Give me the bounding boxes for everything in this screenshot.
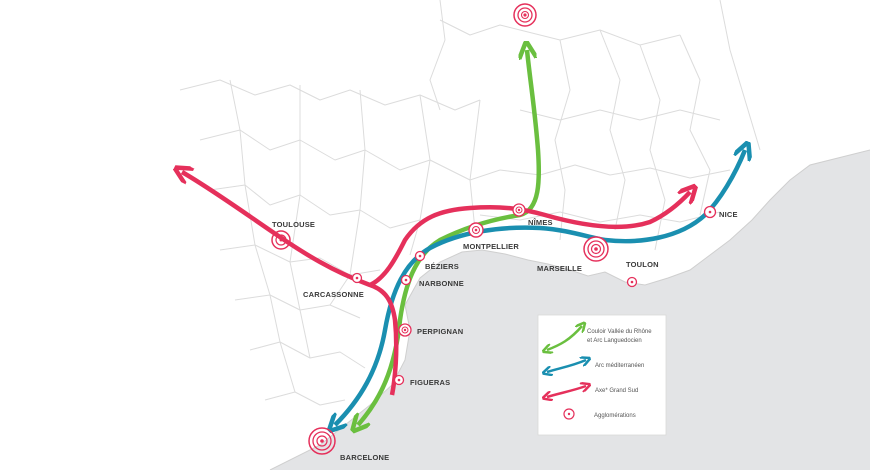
route-blue: [335, 150, 745, 425]
legend-red-arrow-icon: [547, 386, 586, 397]
label-perpignan: PERPIGNAN: [417, 327, 463, 336]
label-toulouse: TOULOUSE: [272, 220, 315, 229]
legend-red: Axe* Grand Sud: [595, 388, 638, 394]
city-marker-toulouse[interactable]: [271, 230, 291, 250]
city-marker-perpignan[interactable]: [398, 323, 412, 337]
legend-green-arrow-icon: [547, 326, 582, 350]
route-red: [182, 172, 399, 396]
legend: Couloir Vallée du Rhône et Arc Languedoc…: [537, 314, 667, 436]
city-marker-carcassonne[interactable]: [351, 272, 363, 284]
city-marker-beziers[interactable]: [414, 250, 426, 262]
label-figueras: FIGUERAS: [410, 378, 450, 387]
city-labels: TOULOUSE CARCASSONNE BÉZIERS NARBONNE PE…: [272, 210, 738, 462]
label-marseille: MARSEILLE: [537, 264, 582, 273]
city-markers: [271, 3, 717, 455]
label-nimes: NÎMES: [528, 218, 553, 227]
city-marker-nimes[interactable]: [512, 203, 526, 217]
label-nice: NICE: [719, 210, 738, 219]
legend-blue-arrow-icon: [547, 360, 586, 372]
city-marker-toulon[interactable]: [626, 276, 638, 288]
label-carcassonne: CARCASSONNE: [303, 290, 364, 299]
label-narbonne: NARBONNE: [419, 279, 464, 288]
legend-blue: Arc méditerranéen: [595, 363, 644, 369]
city-marker-nice[interactable]: [703, 205, 717, 219]
city-marker-montpellier[interactable]: [468, 222, 484, 238]
legend-green-line2: et Arc Languedocien: [587, 338, 642, 344]
city-marker-narbonne[interactable]: [400, 274, 412, 286]
city-marker-marseille[interactable]: [583, 236, 609, 262]
label-montpellier: MONTPELLIER: [463, 242, 519, 251]
label-toulon: TOULON: [626, 260, 659, 269]
legend-agglo: Agglomérations: [594, 413, 636, 419]
legend-agglo-icon: [563, 408, 575, 420]
legend-green-line1: Couloir Vallée du Rhône: [587, 329, 652, 335]
city-marker-figueras[interactable]: [393, 374, 405, 386]
city-marker-lyon[interactable]: [513, 3, 537, 27]
city-marker-barcelone[interactable]: [308, 427, 336, 455]
label-barcelone: BARCELONE: [340, 453, 389, 462]
label-beziers: BÉZIERS: [425, 262, 459, 271]
